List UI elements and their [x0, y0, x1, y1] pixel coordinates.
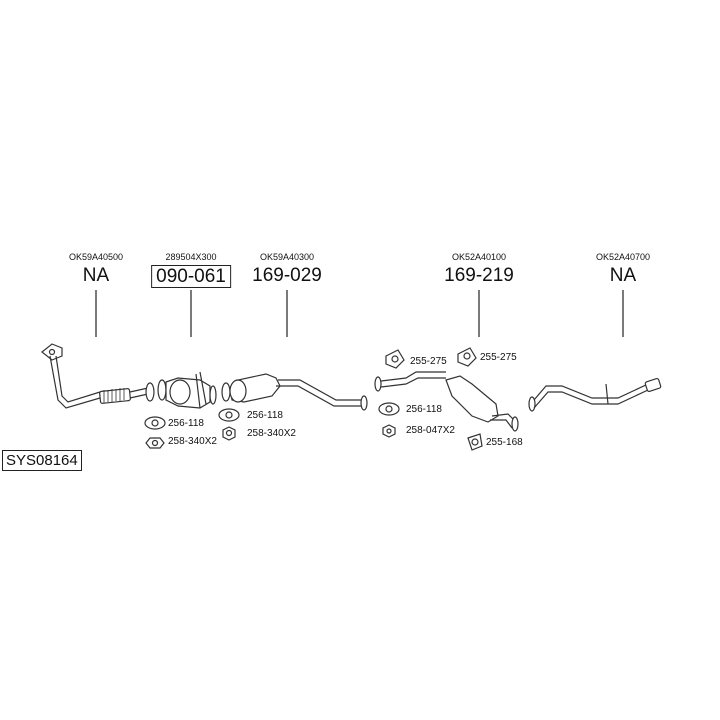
gasket-icon — [378, 402, 400, 416]
nut-icon — [145, 437, 165, 449]
tail-pipe — [528, 378, 662, 412]
oem-number-5: OK52A40700 — [595, 252, 651, 262]
part-number-4[interactable]: 169-219 — [444, 265, 514, 286]
gasket-icon — [218, 408, 240, 422]
rubber-mount-icon — [467, 433, 483, 451]
fitting-label[interactable]: 255-275 — [410, 356, 447, 367]
nut-icon — [222, 426, 236, 441]
part-number-3[interactable]: 169-029 — [252, 265, 322, 286]
fitting-label[interactable]: 256-118 — [406, 404, 442, 415]
oem-number-3: OK59A40300 — [259, 252, 315, 262]
rubber-mount-icon — [457, 347, 477, 367]
fitting-label[interactable]: 258-340X2 — [168, 436, 217, 447]
diagram-id-label: SYS08164 — [2, 450, 82, 471]
rear-silencer — [374, 371, 519, 432]
rubber-mount-icon — [385, 349, 405, 369]
part-number-1[interactable]: NA — [82, 265, 110, 286]
fitting-label[interactable]: 258-047X2 — [406, 425, 455, 436]
fitting-label[interactable]: 256-118 — [168, 418, 204, 429]
fitting-label[interactable]: 258-340X2 — [247, 428, 296, 439]
fitting-label[interactable]: 256-118 — [247, 410, 283, 421]
part-number-2[interactable]: 090-061 — [151, 265, 231, 288]
oem-number-2: 289504X300 — [165, 252, 217, 262]
part-number-5[interactable]: NA — [609, 265, 637, 286]
centre-silencer — [221, 373, 368, 411]
fitting-label[interactable]: 255-168 — [486, 437, 523, 448]
fitting-label[interactable]: 255-275 — [480, 352, 517, 363]
catalytic-converter — [157, 371, 217, 409]
oem-number-4: OK52A40100 — [451, 252, 507, 262]
oem-number-1: OK59A40500 — [68, 252, 124, 262]
gasket-icon — [144, 416, 166, 430]
front-pipe — [41, 343, 155, 409]
nut-icon — [382, 424, 396, 438]
